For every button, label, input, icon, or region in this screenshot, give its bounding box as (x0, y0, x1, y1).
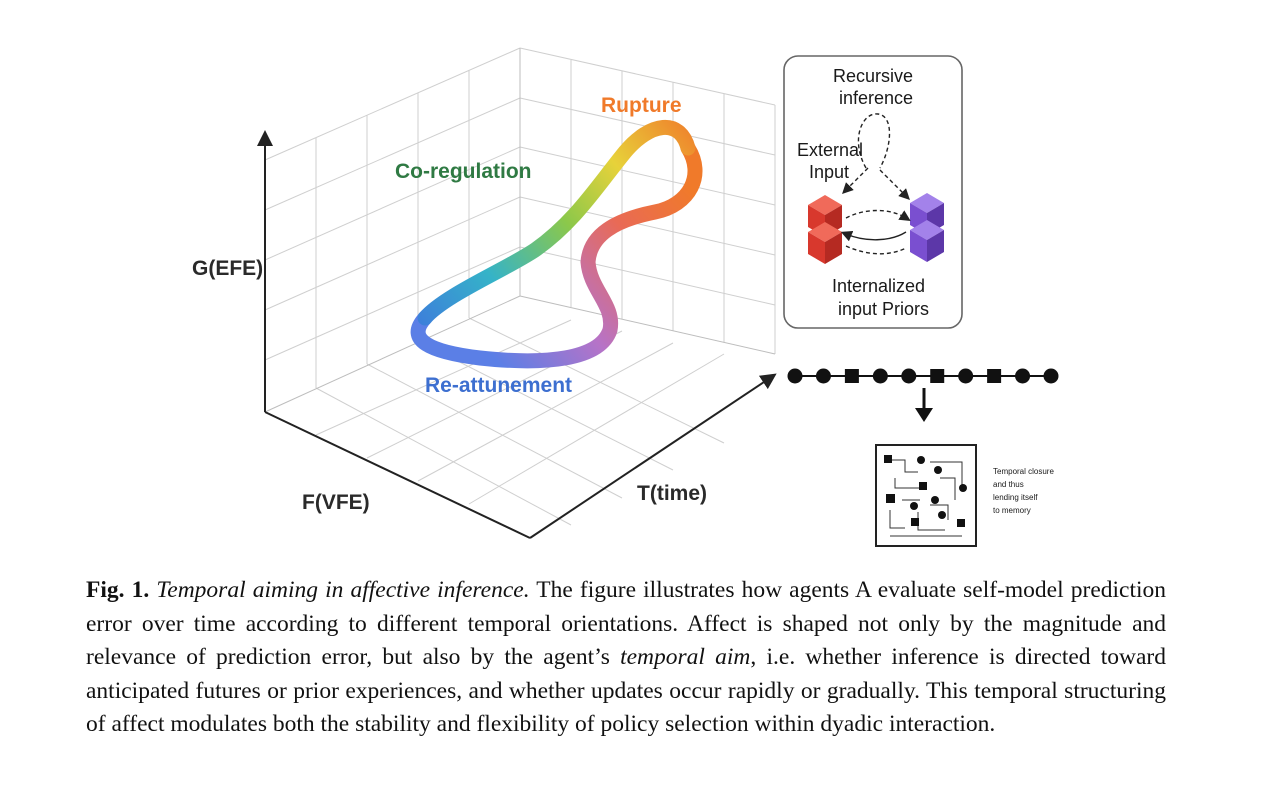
inset-recursive-line1: Recursive (833, 66, 913, 86)
inset-priors-line2: input Priors (838, 299, 929, 319)
trajectory-upper-arc (417, 119, 696, 326)
memory-note-line3: lending itself (993, 493, 1038, 502)
phase-label-reattunement: Re-attunement (425, 374, 572, 397)
exchange-arrow-mid (840, 231, 907, 242)
down-arrow (915, 388, 933, 422)
inference-inset: Recursive inference External Input (783, 55, 963, 329)
sequence-node-circle (872, 368, 888, 384)
caption-label: Fig. 1. (86, 577, 150, 603)
inset-external-line2: Input (809, 162, 849, 182)
phase-label-rupture: Rupture (601, 94, 682, 117)
trajectory-tube (410, 119, 703, 369)
event-sequence (787, 368, 1059, 384)
sequence-node-circle (1015, 368, 1031, 384)
inset-recursive-line2: inference (839, 88, 913, 108)
x-axis-label: F(VFE) (302, 491, 370, 514)
recursive-loop-arrow (857, 113, 891, 169)
sequence-node-square (987, 369, 1002, 383)
phase-label-coregulation: Co-regulation (395, 160, 532, 183)
memory-note: Temporal closure and thus lending itself… (993, 467, 1054, 515)
memory-note-line4: to memory (993, 506, 1031, 515)
memory-note-line2: and thus (993, 480, 1024, 489)
inset-external-line1: External (797, 140, 863, 160)
figure-caption: Fig. 1. Temporal aiming in affective inf… (86, 574, 1166, 742)
exchange-arrow-top (845, 209, 911, 221)
sequence-node-circle (815, 368, 831, 384)
sequence-node-circle (1043, 368, 1059, 384)
sequence-node-square (930, 369, 945, 383)
y-axis-label: G(EFE) (192, 257, 263, 280)
caption-text-part2: , i.e. whether inference is directed tow… (86, 644, 1166, 738)
sequence-node-square (844, 369, 859, 383)
inset-priors-line1: Internalized (832, 276, 925, 296)
red-cube-stack (808, 195, 842, 264)
sequence-node-circle (901, 368, 917, 384)
sequence-node-circle (787, 368, 803, 384)
memory-note-line1: Temporal closure (993, 467, 1054, 476)
caption-term: temporal aim (620, 644, 751, 671)
exchange-arrow-bottom (845, 245, 907, 255)
caption-title: Temporal aiming in affective inference. (156, 577, 530, 603)
grid-box (264, 47, 776, 526)
axes (257, 130, 777, 539)
sequence-node-circle (958, 368, 974, 384)
trajectory-lower-loop (410, 140, 703, 369)
memory-box (875, 444, 977, 547)
purple-cube-stack (910, 193, 944, 262)
z-axis-label: T(time) (637, 482, 707, 505)
caption-text-part1: The figure illustrates how agents A eval… (86, 577, 1167, 671)
